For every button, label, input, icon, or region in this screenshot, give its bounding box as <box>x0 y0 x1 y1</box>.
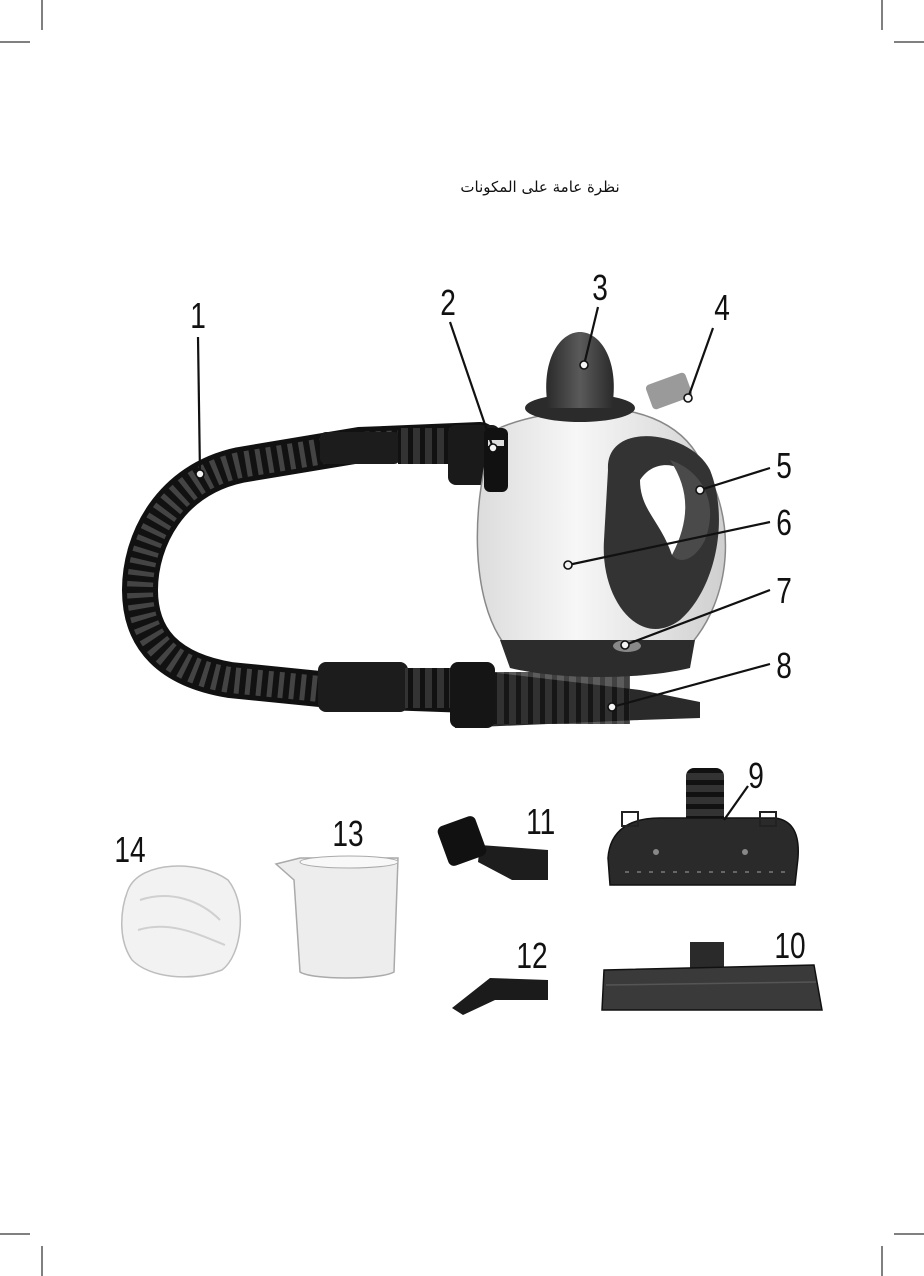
callout-2: 2 <box>440 283 456 323</box>
steam-cleaner-image <box>477 332 725 677</box>
callout-1: 1 <box>190 296 206 336</box>
callout-10: 10 <box>774 926 805 966</box>
callout-6: 6 <box>776 503 792 543</box>
floor-nozzle-image <box>608 768 798 885</box>
callout-12: 12 <box>516 936 547 976</box>
measuring-cup-image <box>276 856 398 978</box>
callout-13: 13 <box>332 814 363 854</box>
angled-nozzle-image <box>452 978 548 1015</box>
callout-4: 4 <box>714 288 730 328</box>
callout-8: 8 <box>776 646 792 686</box>
callout-5: 5 <box>776 446 792 486</box>
callout-3: 3 <box>592 268 608 308</box>
callout-9: 9 <box>748 756 764 796</box>
callout-11: 11 <box>526 802 555 842</box>
cloth-cover-image <box>122 866 241 977</box>
callout-14: 14 <box>114 830 145 870</box>
callout-7: 7 <box>776 571 792 611</box>
